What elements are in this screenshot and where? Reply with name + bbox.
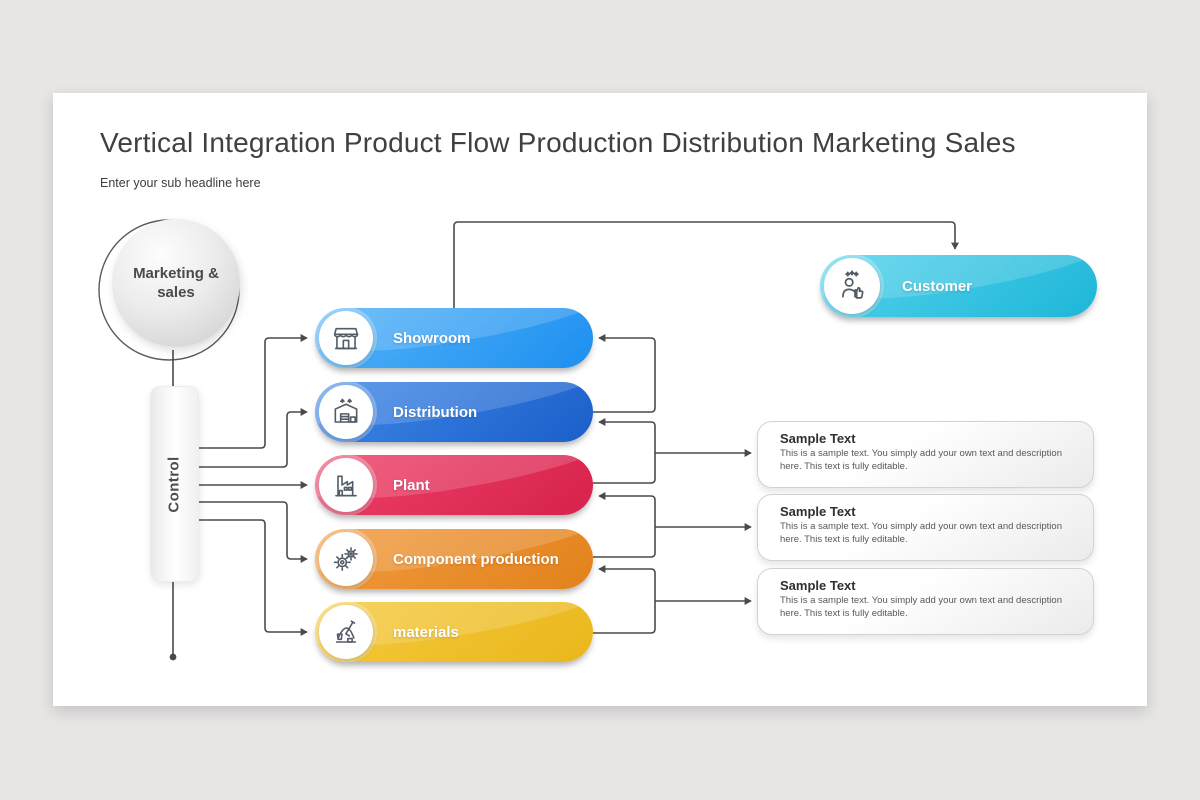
control-label: Control [166, 455, 183, 513]
pill-icon-circle [319, 311, 373, 365]
pill-materials: materials [315, 602, 593, 662]
pill-icon-circle [319, 385, 373, 439]
note-body: This is a sample text. You simply add yo… [780, 448, 1062, 472]
customer-thumbs-up-icon [842, 270, 864, 299]
pill-distribution: Distribution [315, 382, 593, 442]
raw-materials-icon [335, 620, 357, 643]
pill-label: Customer [902, 277, 973, 295]
pill-label: Distribution [393, 403, 478, 421]
note-card: Sample Text This is a sample text. You s… [757, 421, 1094, 488]
note-body: This is a sample text. You simply add yo… [780, 521, 1062, 545]
warehouse-icon [334, 398, 358, 423]
pill-showroom: Showroom [315, 308, 593, 368]
pill-label: Plant [393, 476, 430, 494]
page-title: Vertical Integration Product Flow Produc… [100, 127, 1016, 158]
note-title: Sample Text [780, 504, 856, 519]
gears-icon [333, 547, 358, 571]
marketing-sales-circle: Marketing & sales [112, 219, 240, 347]
pill-icon-circle [319, 605, 373, 659]
note-title: Sample Text [780, 578, 856, 593]
storefront-icon [333, 327, 359, 350]
pill-icon-circle [319, 458, 373, 512]
pill-label: materials [393, 623, 459, 641]
pill-component-production: Component production [315, 529, 593, 589]
pill-label: Showroom [393, 329, 471, 347]
note-title: Sample Text [780, 431, 856, 446]
control-box: Control [150, 386, 199, 582]
page-subtitle: Enter your sub headline here [100, 176, 261, 190]
pill-icon-circle [824, 258, 880, 314]
pill-label: Component production [393, 550, 559, 568]
note-card: Sample Text This is a sample text. You s… [757, 568, 1094, 635]
marketing-sales-label: Marketing & sales [133, 265, 219, 301]
pill-icon-circle [319, 532, 373, 586]
pill-customer: Customer [820, 255, 1097, 317]
factory-icon [335, 475, 357, 497]
pill-plant: Plant [315, 455, 593, 515]
note-card: Sample Text This is a sample text. You s… [757, 494, 1094, 561]
note-body: This is a sample text. You simply add yo… [780, 595, 1062, 619]
